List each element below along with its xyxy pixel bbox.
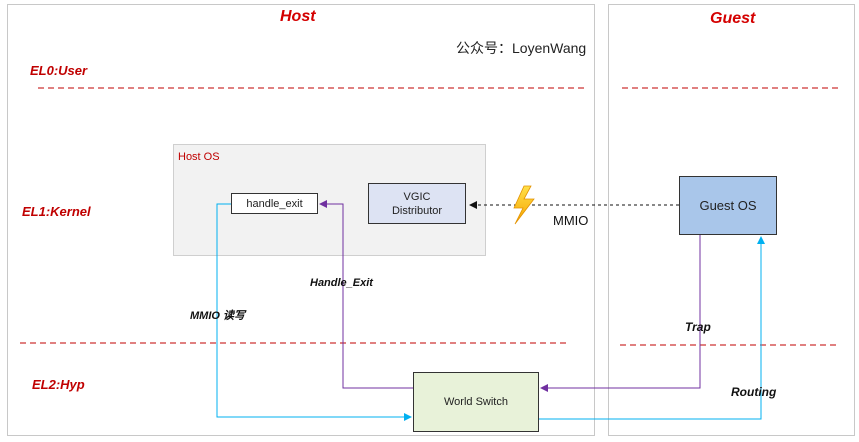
handle-exit-box: handle_exit xyxy=(231,193,318,214)
mmio-rw-arrow xyxy=(216,203,412,421)
lightning-icon xyxy=(513,185,535,225)
guest-os-box: Guest OS xyxy=(679,176,777,235)
mmio-rw-label: MMIO 读写 xyxy=(190,310,245,322)
world-switch-box: World Switch xyxy=(413,372,539,432)
el2-label: EL2:Hyp xyxy=(32,377,85,392)
handle-exit-label: handle_exit xyxy=(246,197,303,210)
trap-label: Trap xyxy=(685,320,711,334)
guest-header: Guest xyxy=(710,10,756,27)
watermark-text: 公众号：LoyenWang xyxy=(456,40,587,56)
host-os-label: Host OS xyxy=(178,151,220,163)
handle-exit-arrow-label: Handle_Exit xyxy=(310,277,373,289)
host-header: Host xyxy=(280,8,316,25)
vgic-distributor-box: VGIC Distributor xyxy=(368,183,466,224)
trap-arrow xyxy=(540,235,701,392)
handle-exit-arrow xyxy=(319,200,413,389)
el1-label: EL1:Kernel xyxy=(22,204,91,219)
mmio-label: MMIO xyxy=(553,213,589,228)
el0-label: EL0:User xyxy=(30,63,88,78)
routing-arrow xyxy=(539,236,765,420)
el-boundary-lines xyxy=(20,87,842,346)
world-switch-label: World Switch xyxy=(444,396,508,408)
routing-label: Routing xyxy=(731,385,777,399)
guest-os-label: Guest OS xyxy=(699,198,757,213)
vgic-distributor-label: VGIC Distributor xyxy=(391,190,443,217)
